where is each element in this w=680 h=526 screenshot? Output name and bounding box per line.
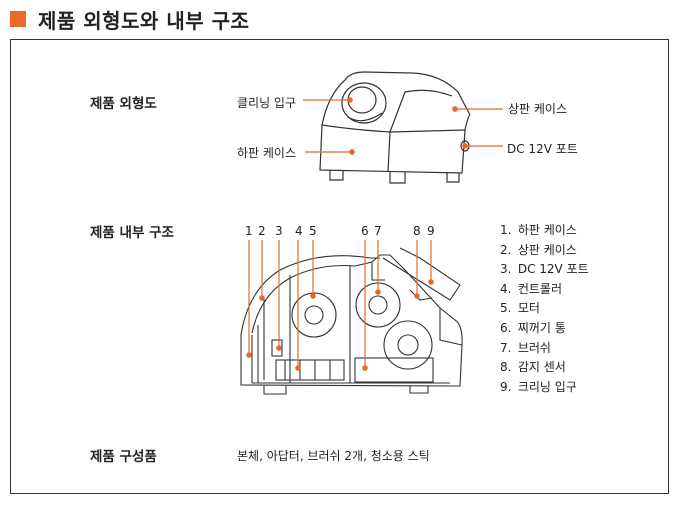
- legend-item-7: 7. 브러쉬: [500, 340, 551, 355]
- part-number-6: 6: [361, 224, 369, 238]
- part-number-7: 7: [374, 224, 382, 238]
- page-title: 제품 외형도와 내부 구조: [38, 8, 250, 33]
- part-number-9: 9: [427, 224, 435, 238]
- part-number-4: 4: [295, 224, 303, 238]
- part-number-3: 3: [275, 224, 283, 238]
- internal-title: 제품 내부 구조: [90, 225, 174, 241]
- label-upper-case: 상판 케이스: [508, 102, 568, 116]
- legend-item-4: 4. 컨트롤러: [500, 281, 562, 296]
- label-lower-case: 하판 케이스: [237, 146, 297, 160]
- part-number-8: 8: [413, 224, 421, 238]
- legend-item-6: 6. 찌꺼기 통: [500, 320, 566, 335]
- legend-item-5: 5. 모터: [500, 301, 540, 316]
- part-number-5: 5: [309, 224, 317, 238]
- header-square-icon: [10, 11, 26, 27]
- section-header: 제품 외형도와 내부 구조: [10, 7, 250, 33]
- label-dc-port: DC 12V 포트: [507, 142, 578, 156]
- legend-item-2: 2. 상판 케이스: [500, 242, 577, 257]
- content-frame: [10, 39, 669, 494]
- legend-item-9: 9. 크리닝 입구: [500, 379, 577, 394]
- part-number-1: 1: [245, 224, 253, 238]
- legend-item-8: 8. 감지 센서: [500, 360, 566, 375]
- legend-item-3: 3. DC 12V 포트: [500, 262, 589, 277]
- components-list: 본체, 아답터, 브러쉬 2개, 청소용 스틱: [237, 449, 430, 463]
- exterior-title: 제품 외형도: [90, 96, 157, 112]
- part-number-2: 2: [258, 224, 266, 238]
- legend-item-1: 1. 하판 케이스: [500, 223, 577, 237]
- label-cleaning-inlet: 클리닝 입구: [237, 96, 297, 110]
- components-title: 제품 구성품: [90, 449, 157, 465]
- parts-legend: 1. 하판 케이스 2. 상판 케이스 3. DC 12V 포트 4. 컨트롤러…: [500, 221, 589, 397]
